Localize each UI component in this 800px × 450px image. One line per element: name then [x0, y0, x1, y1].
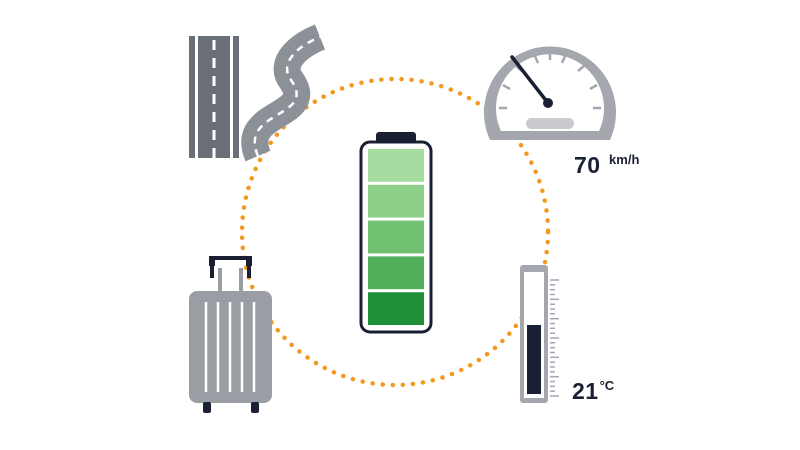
thermometer-icon [520, 265, 559, 403]
battery-icon [359, 132, 433, 334]
speed-value: 70 [574, 152, 601, 178]
battery-segment [368, 220, 424, 254]
thermometer-level [527, 325, 541, 394]
battery-segment [368, 256, 424, 290]
speedometer-icon [484, 46, 616, 140]
temperature-value: 21 [572, 378, 599, 404]
speed-unit: km/h [609, 152, 640, 167]
suitcase-icon [189, 256, 272, 413]
speedometer-needle [510, 55, 550, 105]
dotted-ring [239, 76, 551, 388]
speed-readout: 70 km/h [574, 153, 639, 177]
winding-road-icon [241, 24, 326, 162]
straight-road-icon [189, 36, 239, 158]
temperature-readout: 21°C [572, 379, 614, 403]
battery-segment [368, 292, 424, 325]
battery-segment [368, 149, 424, 182]
battery-segments [368, 149, 424, 325]
temperature-unit: °C [599, 378, 615, 393]
battery-segment [368, 184, 424, 218]
speedometer-ticks [499, 52, 601, 110]
thermometer-scale [550, 279, 559, 397]
